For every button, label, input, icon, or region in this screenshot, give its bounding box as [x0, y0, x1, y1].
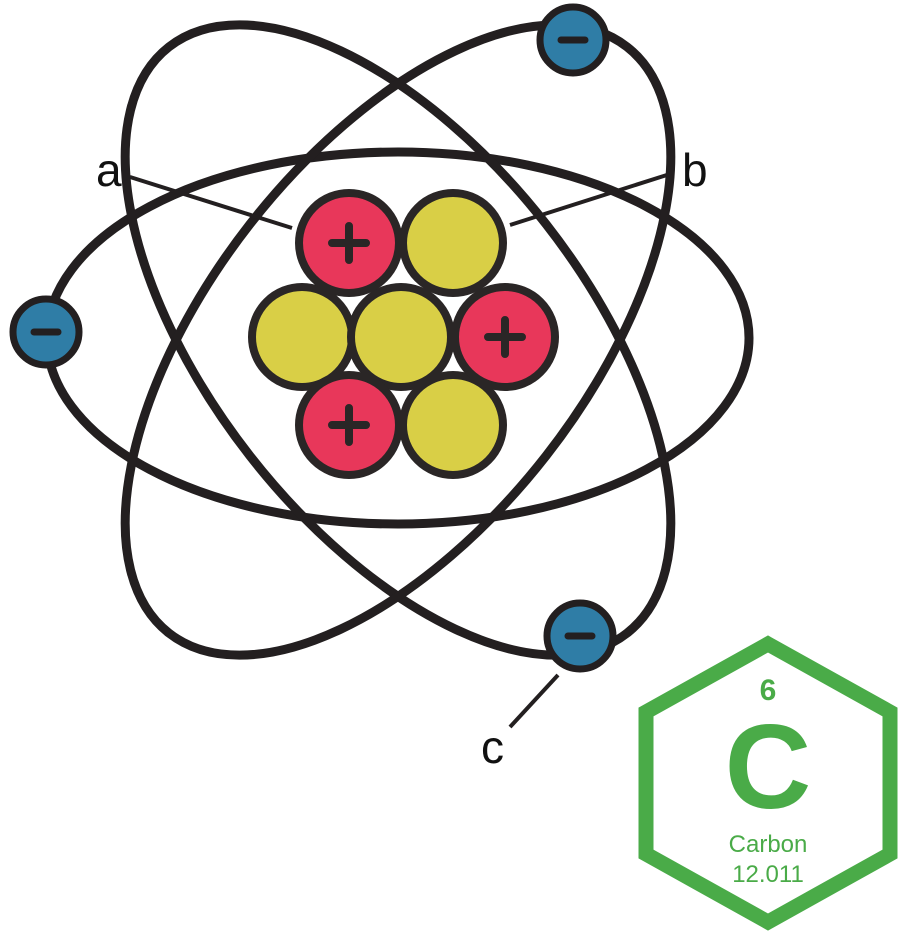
neutron: [399, 189, 507, 297]
element-symbol: C: [725, 700, 812, 834]
atomic-number: 6: [760, 674, 777, 707]
leader-line-a: [129, 175, 293, 230]
electron-left: [9, 295, 83, 369]
leader-line-b: [509, 172, 671, 227]
label-c: c: [481, 721, 504, 773]
neutron: [399, 371, 507, 479]
neutron: [248, 283, 356, 391]
nucleus: [248, 189, 559, 479]
plus-sign-icon: [328, 404, 370, 446]
element-tile: 6 C Carbon 12.011: [638, 635, 898, 931]
plus-sign-icon: [484, 316, 526, 358]
orbit-tilted-left: [120, 20, 676, 660]
neutron: [347, 283, 455, 391]
leader-line-c: [508, 673, 560, 729]
orbit-tilted-right: [120, 20, 676, 660]
element-name: Carbon: [729, 831, 808, 858]
atomic-mass: 12.011: [732, 861, 804, 888]
electron-bottom: [543, 599, 617, 673]
electron-top-right: [536, 3, 610, 77]
label-b: b: [682, 144, 708, 196]
plus-sign-icon: [328, 222, 370, 264]
label-a: a: [96, 144, 122, 196]
hexagon-border: [638, 635, 898, 931]
